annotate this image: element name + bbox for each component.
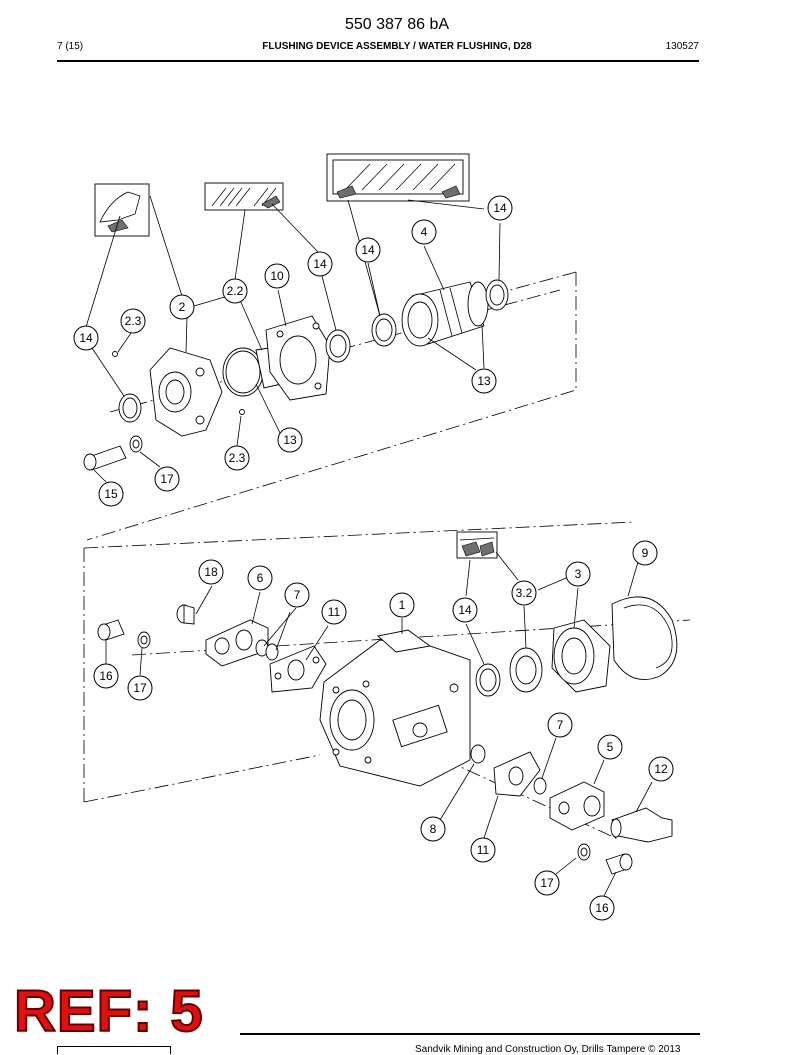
callout-13: 13: [277, 427, 303, 453]
svg-text:1: 1: [399, 598, 406, 612]
svg-text:17: 17: [160, 472, 174, 486]
svg-text:2.2: 2.2: [227, 284, 244, 298]
svg-text:13: 13: [477, 374, 491, 388]
callout-3.2: 3.2: [511, 580, 537, 606]
callout-11: 11: [321, 599, 347, 625]
svg-text:11: 11: [477, 843, 490, 857]
document-number: 550 387 86 bA: [344, 16, 450, 33]
footer-rule: [240, 1033, 700, 1035]
svg-text:17: 17: [540, 876, 554, 890]
callout-2.2: 2.2: [222, 278, 248, 304]
callout-14: 14: [487, 195, 513, 221]
svg-text:4: 4: [421, 225, 428, 239]
callout-7: 7: [284, 582, 310, 608]
callout-17: 17: [534, 870, 560, 896]
callout-7: 7: [547, 712, 573, 738]
callout-2: 2: [169, 294, 195, 320]
svg-text:2.3: 2.3: [229, 451, 246, 465]
svg-text:2.3: 2.3: [125, 314, 142, 328]
ref-stamp: REF: 5: [13, 979, 204, 1044]
brand-logo: [57, 1046, 171, 1054]
svg-text:11: 11: [328, 605, 341, 619]
svg-text:17: 17: [133, 681, 147, 695]
callout-4: 4: [411, 219, 437, 245]
callout-12: 12: [648, 756, 674, 782]
callout-17: 17: [127, 675, 153, 701]
svg-text:12: 12: [654, 762, 668, 776]
svg-text:3.2: 3.2: [516, 586, 533, 600]
callout-14: 14: [355, 237, 381, 263]
svg-text:13: 13: [283, 433, 297, 447]
callout-8: 8: [420, 816, 446, 842]
callout-13: 13: [471, 368, 497, 394]
callout-14: 14: [452, 597, 478, 623]
footer-copyright: Sandvik Mining and Construction Oy, Dril…: [415, 1044, 681, 1055]
callout-9: 9: [632, 540, 658, 566]
svg-text:16: 16: [99, 669, 113, 683]
page-title: FLUSHING DEVICE ASSEMBLY / WATER FLUSHIN…: [262, 41, 532, 52]
callout-5: 5: [597, 734, 623, 760]
svg-text:7: 7: [557, 718, 564, 732]
callout-11: 11: [470, 837, 496, 863]
svg-text:10: 10: [270, 269, 284, 283]
svg-text:3: 3: [575, 567, 582, 581]
svg-text:14: 14: [361, 243, 375, 257]
header-rule: [57, 60, 699, 62]
svg-text:7: 7: [294, 588, 301, 602]
callout-3: 3: [565, 561, 591, 587]
svg-text:6: 6: [257, 571, 264, 585]
date-code: 130527: [665, 41, 699, 52]
svg-text:15: 15: [104, 487, 118, 501]
svg-text:16: 16: [595, 901, 609, 915]
callout-10: 10: [264, 263, 290, 289]
callout-14: 14: [73, 325, 99, 351]
svg-text:9: 9: [642, 546, 649, 560]
svg-text:18: 18: [204, 565, 218, 579]
svg-text:14: 14: [458, 603, 472, 617]
callout-2.3: 2.3: [224, 445, 250, 471]
callout-16: 16: [589, 895, 615, 921]
callout-2.3: 2.3: [120, 308, 146, 334]
callout-6: 6: [247, 565, 273, 591]
svg-text:8: 8: [430, 822, 437, 836]
callout-15: 15: [98, 481, 124, 507]
svg-text:5: 5: [607, 740, 614, 754]
callout-14: 14: [307, 251, 333, 277]
callout-18: 18: [198, 559, 224, 585]
svg-text:14: 14: [79, 331, 93, 345]
callout-16: 16: [93, 663, 119, 689]
callout-17: 17: [154, 466, 180, 492]
svg-text:14: 14: [493, 201, 507, 215]
page-indicator: 7 (15): [57, 41, 84, 52]
callout-1: 1: [389, 592, 415, 618]
svg-text:14: 14: [313, 257, 327, 271]
svg-text:2: 2: [179, 300, 186, 314]
